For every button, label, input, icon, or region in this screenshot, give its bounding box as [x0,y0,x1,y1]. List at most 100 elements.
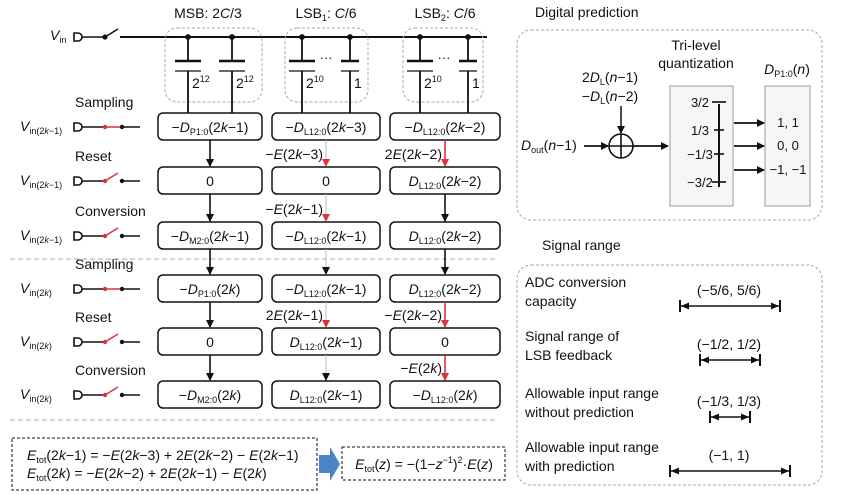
text-segment: D [187,387,197,403]
text-segment: D [294,281,304,297]
vin-switch [73,28,119,42]
text-segment: −1) [346,281,367,297]
ellipsis-label: ··· [320,50,333,65]
text-segment: −1) [49,180,62,190]
quantizer-level: 3/2 [691,95,709,110]
text-segment: D [179,228,189,244]
error-term-label: −E(2k−3) [265,146,323,162]
text-segment: E [111,447,121,463]
text-segment: k [430,360,438,376]
text-segment: 0 [322,173,330,189]
msb-state-value: −DP1:0(2k) [180,281,241,299]
text-segment: (2 [418,360,431,376]
text-segment: 0 [206,173,214,189]
text-segment: 1 [354,75,362,91]
text-segment: −2) [461,281,482,297]
phase-vin-label: Vin(2k) [20,280,52,298]
text-segment: k [44,394,49,404]
lsb2-state-value: −DL12:0(2k−2) [405,119,486,137]
text-segment: k [414,307,422,323]
text-segment: − [413,387,421,403]
text-segment: E [393,146,403,162]
text-segment: k [190,465,198,481]
lsb1-state-box [271,380,381,409]
text-segment: in(2 [29,394,44,404]
capacitor-lsb2 [407,34,433,113]
lsb2-cap-group [402,27,484,103]
text-segment: L12:0 [300,342,323,352]
text-segment: D [294,228,304,244]
signal-range-label: ADC conversion [525,274,626,290]
text-segment: D [180,119,190,135]
capacitor-weight-label: 210 [306,74,324,91]
text-segment: ) = − [66,465,95,481]
capacitor-weight-label: 1 [354,75,362,91]
text-segment: (2 [177,465,190,481]
text-segment: /3 [230,5,242,21]
text-segment: k [44,235,49,245]
text-segment: (2 [402,307,415,323]
text-segment: ) [488,456,493,472]
equation-line-2: Etot(2k) = −E(2k−2) + 2E(2k−1) − E(2k) [27,465,267,483]
switch-open-icon [73,227,140,241]
text-segment: (2 [209,228,222,244]
text-segment: −1) [278,447,299,463]
range-arrow-icon [679,300,781,312]
text-segment: D [294,119,304,135]
text-segment: −1) − [197,465,234,481]
msb-state-value: 0 [206,173,214,189]
text-segment: (2 [104,465,117,481]
text-segment: V [20,118,31,134]
text-segment: k [454,228,462,244]
phase-label: Conversion [75,203,146,219]
signal-range-value: (−1/3, 1/3) [697,393,761,409]
text-segment: ( [605,69,610,85]
text-segment: k [221,119,229,135]
text-segment: (2 [46,465,59,481]
error-term-label: −E(2k−1) [265,201,323,217]
text-segment: −1) [49,126,62,136]
text-segment: (2 [326,281,339,297]
text-segment: −1) = − [66,447,111,463]
range-arrow-icon [669,465,791,477]
text-segment: (2 [326,119,339,135]
capacitor-weight-label: 212 [236,74,254,91]
text-segment: ) [49,394,52,404]
text-segment: out [531,145,544,155]
text-segment: − [286,228,294,244]
prediction-panel [516,29,823,221]
signal-range-title: Signal range [542,237,621,253]
text-segment: E [393,307,403,323]
text-segment: n [610,88,618,104]
phase-label: Reset [75,309,112,325]
text-segment: − [171,228,179,244]
text-segment: 1 [322,13,327,23]
text-segment: −2) [461,173,482,189]
msb-state-box [157,380,263,409]
text-segment: −1) [229,228,250,244]
phase-label: Sampling [75,94,133,110]
text-segment: · [463,456,468,472]
text-segment: ( [605,88,610,104]
summer-icon [608,133,634,159]
text-segment: E [409,360,419,376]
signal-range-label: LSB feedback [525,347,613,363]
text-segment: 2 [236,75,244,91]
lsb2-state-value: DL12:0(2k−2) [409,173,482,191]
text-segment: (2 [193,447,206,463]
text-segment: L12:0 [423,127,446,137]
text-segment: (2 [402,146,415,162]
equation-result: Etot(z) = −(1−z−1)2·E(z) [355,455,493,474]
quantizer-output-value: −1, −1 [770,162,807,177]
range-arrow-icon [709,411,751,423]
text-segment: −1) [228,119,249,135]
lsb2-state-value: −DL12:0(2k) [413,387,478,405]
text-segment: (2 [441,173,454,189]
msb-state-value: 0 [206,334,214,350]
text-segment: k [339,119,347,135]
lsb1-state-value: −DL12:0(2k−1) [286,228,367,246]
text-segment: − [265,146,273,162]
text-segment: (2 [258,447,271,463]
text-segment: −2) [461,228,482,244]
